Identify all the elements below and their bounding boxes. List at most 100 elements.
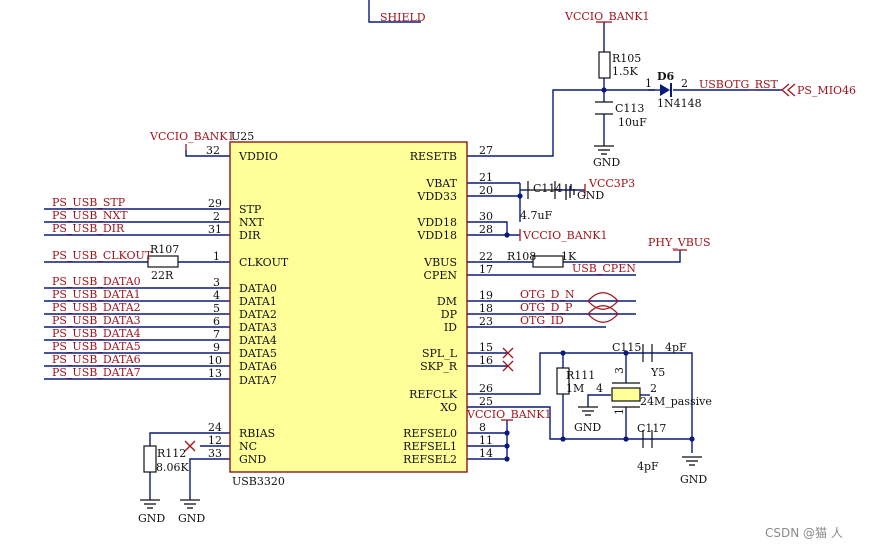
gnd-label: GND [178, 512, 205, 525]
pin-name: VBUS [423, 256, 457, 269]
watermark: CSDN @猫 人 [765, 526, 843, 540]
pin-name: DATA6 [239, 360, 277, 373]
pin-name: VDD18 [416, 216, 457, 229]
gnd-label: GND [593, 156, 620, 169]
pin-name: ID [444, 321, 457, 334]
pin-num: 14 [479, 447, 493, 460]
gnd-label: GND [574, 421, 601, 434]
net-label-usb-data: PS_USB_DATA2 [52, 301, 141, 314]
pin-num: 8 [479, 421, 486, 434]
r108-ref: R108 [507, 250, 536, 263]
net-label-usb-data: PS_USB_DATA3 [52, 314, 141, 327]
pin-name: VDD18 [416, 229, 457, 242]
pin-num: 2 [213, 210, 220, 223]
r112-resistor [143, 445, 157, 473]
net-label-ps-mio46: PS_MIO46 [797, 84, 856, 97]
d6-ref: D6 [657, 70, 675, 83]
pin-name: CPEN [424, 269, 458, 282]
r111-value: 1M [566, 382, 584, 395]
net-label-usb-data: PS_USB_DATA4 [52, 327, 141, 340]
pin-num: 5 [213, 302, 220, 315]
ps-mio46-port-icon [781, 83, 796, 97]
pin-num: 32 [206, 144, 220, 157]
y5-value: 24M_passive [640, 395, 712, 408]
net-label-vccio: VCCIO_BANK1 [564, 10, 650, 23]
r108-resistor [532, 255, 564, 268]
pin-name: DIR [239, 229, 261, 242]
pin-num: 17 [479, 263, 493, 276]
diff-pair-icon [587, 292, 619, 323]
net-label-otg-d-n: OTG_D_N [520, 288, 575, 301]
pin-name: REFCLK [409, 388, 458, 401]
c114-capacitor [527, 181, 556, 199]
c117-value: 4pF [637, 460, 659, 473]
pin-name: DATA3 [239, 321, 277, 334]
r108-value: 1K [561, 250, 577, 263]
pin-num: 19 [479, 289, 493, 302]
pin-name: RBIAS [239, 427, 275, 440]
d6-pin1: 1 [645, 77, 652, 90]
pin-name: REFSEL1 [403, 440, 457, 453]
y5-pin1: 1 [613, 408, 626, 415]
pin-name: RESETB [410, 150, 457, 163]
net-label-usb-stp: PS_USB_STP [52, 196, 126, 209]
pin-name: CLKOUT [239, 256, 289, 269]
net-label-otg-id: OTG_ID [520, 314, 564, 327]
r107-resistor [147, 255, 179, 268]
r105-value: 1.5K [612, 65, 638, 78]
c113-ref: C113 [615, 102, 644, 115]
usb3320-chip-body [229, 141, 468, 473]
gnd-label: GND [138, 512, 165, 525]
pin-num: 3 [213, 276, 220, 289]
y5-crystal [611, 382, 641, 408]
pin-name: NXT [239, 216, 264, 229]
pin-num: 10 [208, 354, 222, 367]
pin-num: 29 [208, 197, 222, 210]
pin-num: 33 [208, 447, 222, 460]
pin-name: DATA7 [239, 374, 277, 387]
pin-name: DATA5 [239, 347, 277, 360]
no-connect-marks [184, 347, 514, 452]
wires [44, 0, 782, 500]
r105-ref: R105 [612, 52, 641, 65]
pin-num: 24 [208, 421, 222, 434]
net-label-usb-clkout: PS_USB_CLKOUT [52, 249, 153, 262]
chip-part: USB3320 [232, 475, 285, 488]
net-label-otg-d-p: OTG_D_P [520, 301, 573, 314]
pin-num: 21 [479, 171, 493, 184]
pin-num: 16 [479, 354, 493, 367]
pin-name: DATA0 [239, 282, 277, 295]
net-label-usb-nxt: PS_USB_NXT [52, 209, 128, 222]
d6-value: 1N4148 [657, 97, 702, 110]
pin-num: 9 [213, 341, 220, 354]
pin-name: GND [239, 453, 266, 466]
net-label-phy-vbus: PHY_VBUS [648, 236, 711, 249]
pin-num: 1 [213, 250, 220, 263]
pin-num: 15 [479, 341, 493, 354]
d6-diode [648, 83, 672, 97]
pin-num: 26 [479, 382, 493, 395]
c114-value: 4.7uF [520, 209, 553, 222]
pin-name: SPL_L [422, 347, 458, 360]
pin-name: REFSEL0 [403, 427, 457, 440]
pin-num: 25 [479, 395, 493, 408]
net-label-usb-data: PS_USB_DATA5 [52, 340, 141, 353]
pin-name: DM [437, 295, 457, 308]
pin-name: REFSEL2 [403, 453, 457, 466]
net-label-usbotg-rst: USBOTG_RST [699, 78, 779, 91]
gnd-label: GND [680, 473, 707, 486]
pin-name: STP [239, 203, 262, 216]
pin-name: XO [440, 401, 457, 414]
pin-name: NC [239, 440, 257, 453]
r112-ref: R112 [157, 447, 186, 460]
net-label-vccio: VCCIO_BANK1 [522, 229, 608, 242]
pin-num: 28 [479, 223, 493, 236]
c113-value: 10uF [618, 116, 647, 129]
y5-pin2: 2 [650, 382, 657, 395]
chip-ref: U25 [231, 130, 254, 143]
r107-ref: R107 [150, 243, 179, 256]
net-label-usb-data: PS_USB_DATA1 [52, 288, 141, 301]
gnd-symbols [140, 142, 702, 509]
pin-name: SKP_R [420, 360, 458, 373]
